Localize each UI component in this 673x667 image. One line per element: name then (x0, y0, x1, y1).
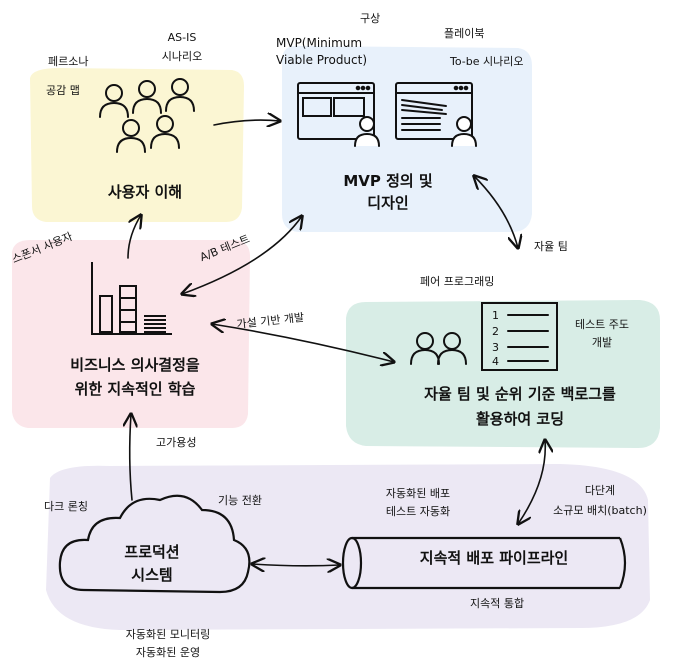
production-title-2: 시스템 (131, 566, 173, 584)
auto-deploy-label: 자동화된 배포 (385, 487, 451, 500)
asis-scenario-label: 시나리오 (161, 50, 203, 63)
arrow-learning-to-user (127, 215, 141, 259)
persona-label: 페르소나 (48, 55, 89, 68)
small-batch-label: 소규모 배치(batch) (553, 504, 647, 517)
production-title: 프로덕션 (124, 543, 180, 561)
team-title: 자율 팀 및 순위 기준 백로그를 (424, 385, 616, 403)
backlog-number: 4 (492, 355, 499, 368)
mvp-title: MVP 정의 및 (343, 172, 433, 190)
mvp-screens-icon (297, 82, 477, 147)
mvp-label-2: Viable Product) (276, 53, 368, 67)
multi-stage-label: 다단계 (584, 484, 616, 497)
team-panel (346, 300, 660, 448)
auto-operations-label: 자동화된 운영 (135, 646, 201, 659)
backlog-numbers: 1 2 3 4 (492, 309, 499, 368)
team-title-2: 활용하여 코딩 (475, 410, 565, 428)
backlog-number: 1 (492, 309, 499, 322)
cloud-icon (58, 494, 251, 594)
pipeline-icon (341, 536, 627, 590)
feature-toggle-label: 기능 전환 (218, 494, 262, 507)
backlog-number: 2 (492, 325, 499, 338)
arrow-mvp-team (474, 176, 518, 248)
learning-title-2: 위한 지속적인 학습 (74, 380, 196, 398)
dark-launch-label: 다크 론칭 (44, 500, 88, 513)
arrow-mvp-to-learning (182, 216, 302, 294)
backlog-list-icon (481, 302, 558, 371)
arrow-team-pipeline (518, 440, 545, 524)
concept-label: 구상 (360, 12, 381, 25)
arrow-user-to-mvp (213, 120, 280, 125)
autonomous-team-label: 자율 팀 (534, 240, 568, 253)
people-group-icon (99, 78, 195, 153)
mvp-title-2: 디자인 (367, 194, 409, 212)
learning-title: 비즈니스 의사결정을 (70, 356, 200, 374)
user-panel (30, 68, 244, 222)
mvp-label: MVP(Minimum (276, 36, 363, 50)
playbook-label: 플레이북 (444, 27, 485, 40)
pipeline-title: 지속적 배포 파이프라인 (419, 549, 569, 567)
pair-programming-label: 페어 프로그래밍 (420, 275, 495, 288)
auto-monitoring-label: 자동화된 모니터링 (125, 628, 211, 641)
pair-programmers-icon (410, 332, 467, 365)
tobe-scenario-label: To-be 시나리오 (450, 55, 524, 68)
tdd-label-2: 개발 (591, 336, 613, 349)
arrow-prod-pipeline (252, 564, 340, 566)
continuous-integration-label: 지속적 통합 (470, 597, 525, 610)
arrow-prod-to-learning (130, 414, 132, 501)
empathy-map-label: 공감 맵 (46, 84, 80, 97)
tdd-label: 테스트 주도 (574, 318, 630, 331)
test-automation-label: 테스트 자동화 (385, 505, 451, 518)
high-availability-label: 고가용성 (156, 436, 197, 449)
backlog-number: 3 (492, 341, 499, 354)
asis-label: AS-IS (167, 31, 197, 44)
arrow-team-learning (212, 324, 394, 362)
bar-chart-icon (91, 262, 172, 335)
user-understanding-title: 사용자 이해 (107, 183, 183, 201)
